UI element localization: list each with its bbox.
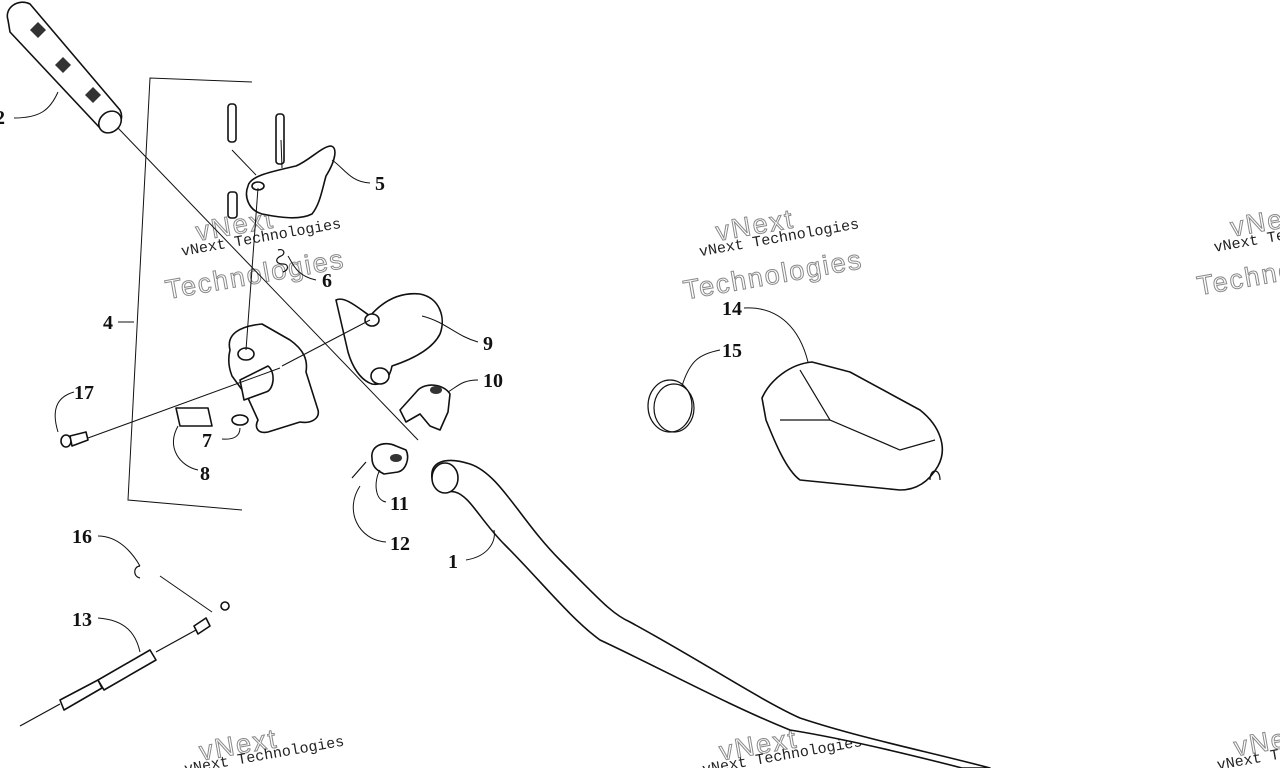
- callout-10: 10: [483, 370, 503, 392]
- watermark-bottom-right: vNext vNext Technologies: [1216, 718, 1280, 768]
- band-clamp: [647, 379, 695, 433]
- callout-13: 13: [72, 609, 92, 631]
- spring: [276, 249, 289, 273]
- hand-guard: [761, 361, 944, 491]
- callout-1: 1: [448, 551, 458, 573]
- small-screw: [351, 461, 367, 479]
- callout-5: 5: [375, 173, 385, 195]
- assembly-centerlines: [87, 127, 419, 613]
- assembly-bracket: [127, 77, 253, 511]
- callout-9: 9: [483, 333, 493, 355]
- leader-lines: [13, 91, 809, 653]
- watermark-top-center: vNext vNext Technologies Technologies: [681, 203, 866, 306]
- callout-11: 11: [390, 493, 409, 515]
- mount-bracket: [371, 442, 409, 475]
- callout-labels: 2 4 5 6 7 8 9 10 11 12 1 13 16 17 14 15: [0, 107, 742, 631]
- watermark-top-left: vNext vNext Technologies Technologies: [163, 203, 348, 305]
- callout-14: 14: [722, 298, 742, 320]
- lever-housing: [227, 323, 320, 434]
- watermark-top-right: vNext vNext Technologies Technologies: [1194, 199, 1280, 302]
- c-clip: [134, 565, 141, 579]
- callout-2: 2: [0, 107, 5, 129]
- switch-cover: [335, 292, 444, 386]
- callout-16: 16: [72, 526, 92, 548]
- washer: [231, 414, 249, 426]
- watermark-bottom-left: vNext vNext Technologies: [183, 723, 346, 768]
- pad: [175, 407, 213, 427]
- handlebar: [431, 459, 991, 768]
- callout-7: 7: [202, 430, 212, 452]
- callout-15: 15: [722, 340, 742, 362]
- brake-lever: [227, 103, 336, 219]
- screw: [60, 431, 89, 448]
- clip: [399, 384, 451, 431]
- callout-8: 8: [200, 463, 210, 485]
- grip: [6, 1, 123, 134]
- callout-6: 6: [322, 270, 332, 292]
- callout-4: 4: [103, 312, 113, 334]
- callout-17: 17: [74, 382, 94, 404]
- throttle-cable: [19, 601, 230, 727]
- callout-12: 12: [390, 533, 410, 555]
